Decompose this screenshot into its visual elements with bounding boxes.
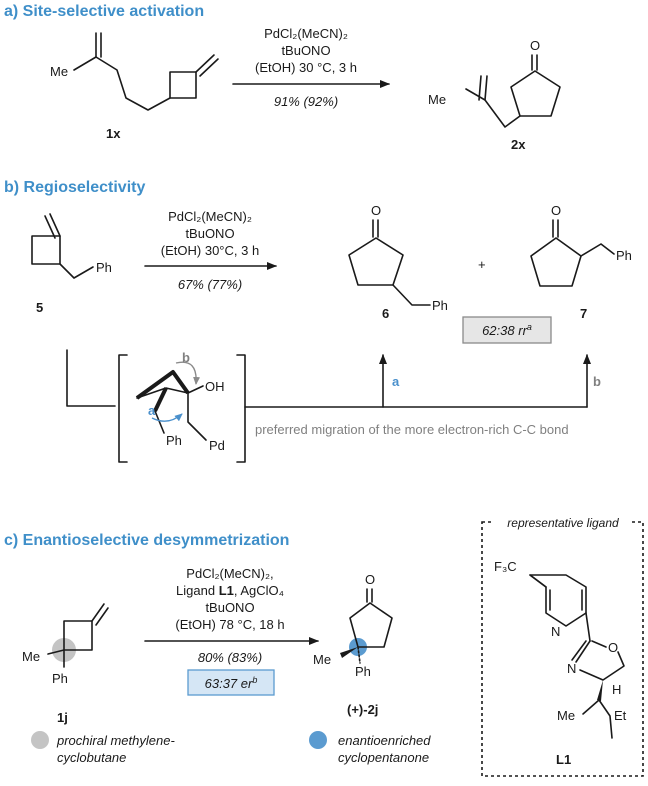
legend-grey-line1: prochiral methylene- bbox=[56, 733, 175, 748]
ph-label: Ph bbox=[616, 248, 632, 263]
legend-blue-dot bbox=[309, 731, 327, 749]
me-label: Me bbox=[428, 92, 446, 107]
ligand-box: representative ligand F₃C N N O H Me Et … bbox=[481, 514, 644, 777]
structure-7: O Ph 7 bbox=[530, 203, 632, 321]
o-label: O bbox=[551, 203, 561, 218]
legend-grey-line2: cyclobutane bbox=[57, 750, 126, 765]
cond-a-3: (EtOH) 30 °C, 3 h bbox=[255, 60, 357, 75]
cond-a-1: PdCl₂(MeCN)₂ bbox=[264, 26, 348, 41]
cond-c-1: PdCl₂(MeCN)₂, bbox=[186, 566, 273, 581]
pd-label: Pd bbox=[209, 438, 225, 453]
migration-note: preferred migration of the more electron… bbox=[255, 422, 569, 437]
label-1j: 1j bbox=[57, 710, 68, 725]
ph-label: Ph bbox=[432, 298, 448, 313]
o-label: O bbox=[365, 572, 375, 587]
o-oxazoline-label: O bbox=[608, 640, 618, 655]
structure-5: Ph 5 bbox=[31, 213, 112, 315]
me-label: Me bbox=[50, 64, 68, 79]
structure-1x: Me 1x bbox=[50, 32, 219, 141]
label-1x: 1x bbox=[106, 126, 121, 141]
connector-left bbox=[66, 349, 116, 407]
et-label: Et bbox=[614, 708, 627, 723]
me-label: Me bbox=[557, 708, 575, 723]
ph-label: Ph bbox=[96, 260, 112, 275]
ligand-title: representative ligand bbox=[507, 516, 619, 530]
pd-intermediate: Ph OH Pd b a bbox=[135, 350, 225, 453]
bracket-left bbox=[118, 354, 128, 463]
ph-label: Ph bbox=[166, 433, 182, 448]
o-label: O bbox=[530, 38, 540, 53]
o-label: O bbox=[371, 203, 381, 218]
bracket-right bbox=[236, 354, 246, 463]
plus-sign: + bbox=[478, 257, 486, 272]
me-label: Me bbox=[22, 649, 40, 664]
path-b-label: b bbox=[593, 374, 601, 389]
legend-blue-line1: enantioenriched bbox=[338, 733, 431, 748]
label-6: 6 bbox=[382, 306, 389, 321]
legend-grey-dot bbox=[31, 731, 49, 749]
structure-2j: O Me Ph (+)-2j bbox=[313, 572, 393, 717]
yield-a: 91% (92%) bbox=[274, 94, 338, 109]
cond-a-2: tBuONO bbox=[281, 43, 330, 58]
h-label: H bbox=[612, 682, 621, 697]
label-5: 5 bbox=[36, 300, 43, 315]
n-pyridine-label: N bbox=[551, 624, 560, 639]
ph-label: Ph bbox=[52, 671, 68, 686]
yield-b: 67% (77%) bbox=[178, 277, 242, 292]
cf3-label: F₃C bbox=[494, 559, 517, 574]
cond-b-1: PdCl₂(MeCN)₂ bbox=[168, 209, 252, 224]
cond-c-4: (EtOH) 78 °C, 18 h bbox=[175, 617, 284, 632]
cond-b-3: (EtOH) 30°C, 3 h bbox=[161, 243, 259, 258]
path-a-label: a bbox=[392, 374, 400, 389]
label-7: 7 bbox=[580, 306, 587, 321]
oh-label: OH bbox=[205, 379, 225, 394]
structure-2x: O Me 2x bbox=[428, 38, 561, 152]
svg-text:b: b bbox=[182, 350, 190, 365]
section-a-title: a) Site-selective activation bbox=[4, 3, 204, 20]
svg-text:a: a bbox=[148, 403, 156, 418]
cond-c-3: tBuONO bbox=[205, 600, 254, 615]
label-2x: 2x bbox=[511, 137, 526, 152]
yield-c: 80% (83%) bbox=[198, 650, 262, 665]
label-2j: (+)-2j bbox=[347, 702, 378, 717]
structure-1j: Me Ph 1j bbox=[22, 603, 109, 725]
n-oxazoline-label: N bbox=[567, 661, 576, 676]
section-c-title: c) Enantioselective desymmetrization bbox=[4, 532, 289, 549]
legend-blue-line2: cyclopentanone bbox=[338, 750, 429, 765]
ratio-box bbox=[462, 316, 552, 344]
er-text: 63:37 erb bbox=[205, 675, 258, 691]
cond-c-2: Ligand L1, AgClO₄ bbox=[176, 583, 284, 598]
ligand-label: L1 bbox=[556, 752, 571, 767]
structure-6: O Ph 6 bbox=[348, 203, 448, 321]
ph-label: Ph bbox=[355, 664, 371, 679]
section-b-title: b) Regioselectivity bbox=[4, 179, 145, 196]
ratio-text: 62:38 rra bbox=[482, 322, 532, 338]
me-label: Me bbox=[313, 652, 331, 667]
cond-b-2: tBuONO bbox=[185, 226, 234, 241]
er-box bbox=[187, 669, 275, 696]
